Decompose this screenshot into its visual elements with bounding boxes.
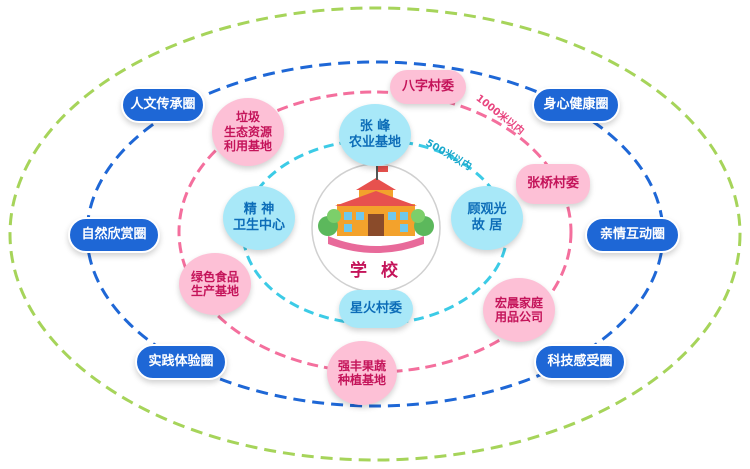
node-qiangfeng-fruit-base[interactable]: 强丰果蔬 种植基地 [327,341,397,405]
node-mental-health-center[interactable]: 精 神 卫生中心 [223,186,295,250]
node-hongchen-company[interactable]: 宏晨家庭 用品公司 [483,278,555,342]
circle-technology[interactable]: 科技感受圈 [534,344,626,380]
circle-nature[interactable]: 自然欣赏圈 [68,217,160,253]
circle-practice[interactable]: 实践体验圈 [135,344,227,380]
circle-family[interactable]: 亲情互动圈 [585,217,680,253]
node-green-food-base[interactable]: 绿色食品 生产基地 [179,253,251,315]
node-bazi-village[interactable]: 八字村委 [390,70,466,104]
school-label: 学 校 [350,261,402,281]
node-zhangfeng-agri-base[interactable]: 张 峰 农业基地 [339,104,411,166]
node-xinghuo-village[interactable]: 星火村委 [339,290,413,328]
node-zhangqiao-village[interactable]: 张桥村委 [516,164,590,204]
node-guguanguang-residence[interactable]: 顾观光 故 居 [451,186,523,250]
outer-green-ring [8,6,742,462]
school-building-icon [318,166,434,253]
circle-health[interactable]: 身心健康圈 [532,87,620,123]
node-waste-recycling-base[interactable]: 垃圾 生态资源 利用基地 [212,98,284,166]
circle-humanities[interactable]: 人文传承圈 [121,87,205,123]
